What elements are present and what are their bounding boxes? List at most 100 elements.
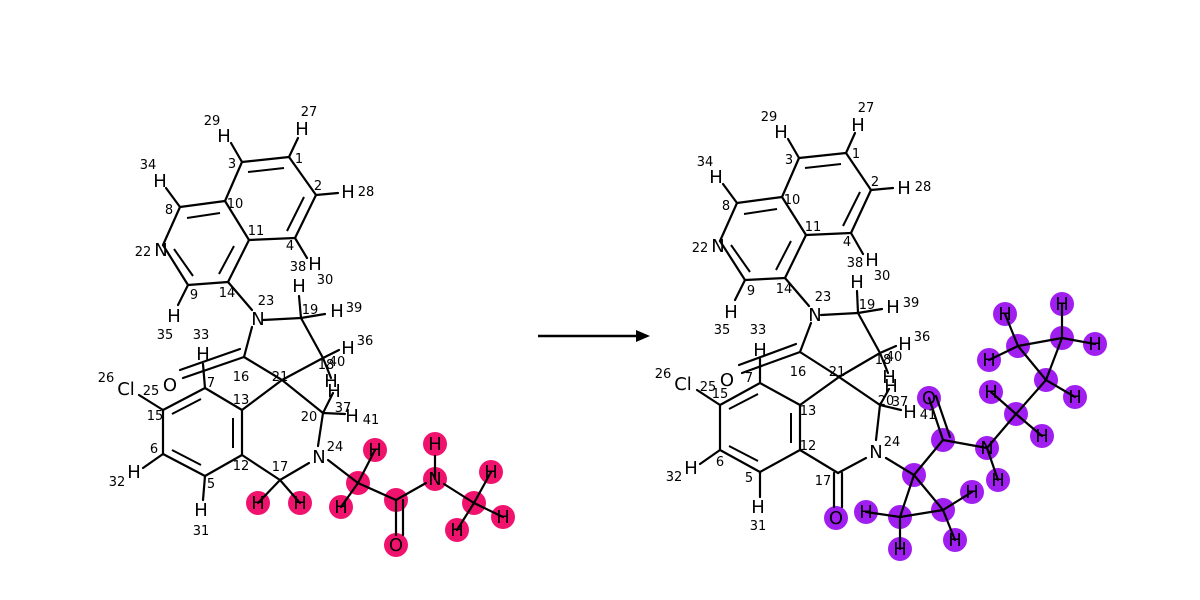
- atom-index: 21: [272, 370, 289, 385]
- atom-index: 18: [875, 353, 892, 368]
- fragment-label: H: [948, 530, 962, 551]
- atom-index: 2: [314, 179, 322, 194]
- atom-label-h28: H: [897, 178, 911, 199]
- fragment-label: H: [982, 350, 996, 371]
- atom-index: 4: [286, 239, 294, 254]
- atom-label-h32: H: [127, 462, 141, 483]
- atom-index: 26: [655, 367, 672, 382]
- atom-index: 19: [859, 298, 876, 313]
- atom-label-cl26: Cl: [674, 374, 692, 395]
- atom-index: 15: [712, 387, 729, 402]
- atom-label-h34: H: [153, 171, 167, 192]
- fragment-label: H: [293, 493, 307, 514]
- atom-index: 14: [776, 282, 793, 297]
- fragment-label: H: [859, 502, 873, 523]
- atom-label-h29: H: [217, 126, 231, 147]
- atom-index: 2: [871, 175, 879, 190]
- atom-index: 17: [815, 474, 832, 489]
- fragment-label: H: [368, 440, 382, 461]
- atom-index: 9: [747, 284, 755, 299]
- atom-index: 3: [785, 153, 793, 168]
- atom-index: 40: [329, 355, 346, 370]
- atom-index: 6: [716, 455, 724, 470]
- atom-label-h32: H: [684, 458, 698, 479]
- atom-index: 25: [143, 384, 160, 399]
- atom-index: 33: [750, 323, 767, 338]
- fragment-label: O: [389, 535, 403, 556]
- atom-label-h27: H: [295, 119, 309, 140]
- atom-index: 16: [233, 370, 250, 385]
- atom-index: 41: [920, 408, 937, 423]
- atom-index: 22: [135, 245, 152, 260]
- reactant-molecule: H H H H N H H N H H H H O Cl H H H N H H…: [98, 105, 515, 557]
- atom-index: 14: [219, 286, 236, 301]
- atom-index: 5: [745, 471, 753, 486]
- atom-index: 1: [295, 152, 303, 167]
- atom-index: 33: [193, 328, 210, 343]
- atom-index: 37: [335, 401, 352, 416]
- fragment-label: N: [428, 469, 441, 490]
- atom-label-o16: O: [720, 370, 734, 391]
- reactant-bonds: [137, 136, 505, 537]
- atom-index: 27: [301, 105, 318, 120]
- atom-index: 40: [886, 350, 903, 365]
- atom-index: 28: [358, 185, 375, 200]
- atom-label-o16: O: [163, 375, 177, 396]
- atom-index: 38: [847, 256, 864, 271]
- atom-label-h36: H: [341, 338, 355, 359]
- atom-label-h38: H: [865, 250, 879, 271]
- product-atom-indices: 27 1 29 3 34 2 28 8 10 11 22 4 38 30 9 1…: [655, 101, 937, 534]
- product-bonds: [695, 131, 1097, 551]
- atom-label-cl26: Cl: [117, 379, 135, 400]
- fragment-label: H: [1035, 426, 1049, 447]
- atom-index: 38: [290, 260, 307, 275]
- atom-index: 10: [227, 197, 244, 212]
- fragment-label: H: [251, 493, 265, 514]
- fragment-label: H: [334, 497, 348, 518]
- atom-index: 29: [204, 114, 221, 129]
- atom-index: 12: [233, 459, 250, 474]
- atom-index: 26: [98, 371, 115, 386]
- atom-index: 7: [207, 376, 215, 391]
- atom-label-h30: H: [292, 276, 306, 297]
- atom-index: 35: [157, 328, 174, 343]
- atom-label-n24: N: [869, 442, 882, 463]
- atom-index: 23: [815, 290, 832, 305]
- fragment-label: H: [1068, 387, 1082, 408]
- atom-label-n22: N: [711, 236, 724, 257]
- atom-label-h35: H: [167, 306, 181, 327]
- atom-index: 27: [858, 101, 875, 116]
- atom-index: 1: [852, 147, 860, 162]
- atom-index: 35: [714, 323, 731, 338]
- reactant-highlight-disc: [384, 533, 408, 557]
- fragment-label: H: [496, 507, 510, 528]
- atom-label-h39: H: [330, 301, 344, 322]
- fragment-label: H: [428, 434, 442, 455]
- atom-index: 23: [258, 294, 275, 309]
- atom-label-h37: H: [884, 376, 898, 397]
- fragment-label: O: [922, 388, 936, 409]
- atom-label-h31: H: [194, 500, 208, 521]
- fragment-label: H: [1055, 294, 1069, 315]
- atom-label-o17: O: [829, 508, 843, 529]
- atom-label-h39: H: [886, 297, 900, 318]
- atom-index: 24: [884, 435, 901, 450]
- atom-index: 36: [914, 330, 931, 345]
- atom-label-h28: H: [341, 182, 355, 203]
- atom-label-n23: N: [251, 309, 264, 330]
- atom-index: 5: [207, 477, 215, 492]
- atom-label-h41: H: [345, 406, 359, 427]
- atom-index: 30: [317, 273, 334, 288]
- reaction-arrow: [538, 330, 650, 342]
- atom-index: 36: [357, 334, 374, 349]
- reactant-atom-indices: 27 1 29 3 34 2 28 8 10 11 22 4 38 30 9 1…: [98, 105, 380, 539]
- atom-label-h30: H: [850, 272, 864, 293]
- atom-index: 12: [800, 439, 817, 454]
- atom-index: 25: [700, 380, 717, 395]
- product-atom-labels: H H H H N H H N H H H H O Cl H H H N H H…: [674, 115, 917, 529]
- atom-index: 20: [301, 410, 318, 425]
- atom-label-h29: H: [774, 122, 788, 143]
- fragment-label: H: [893, 539, 907, 560]
- atom-index: 13: [233, 393, 250, 408]
